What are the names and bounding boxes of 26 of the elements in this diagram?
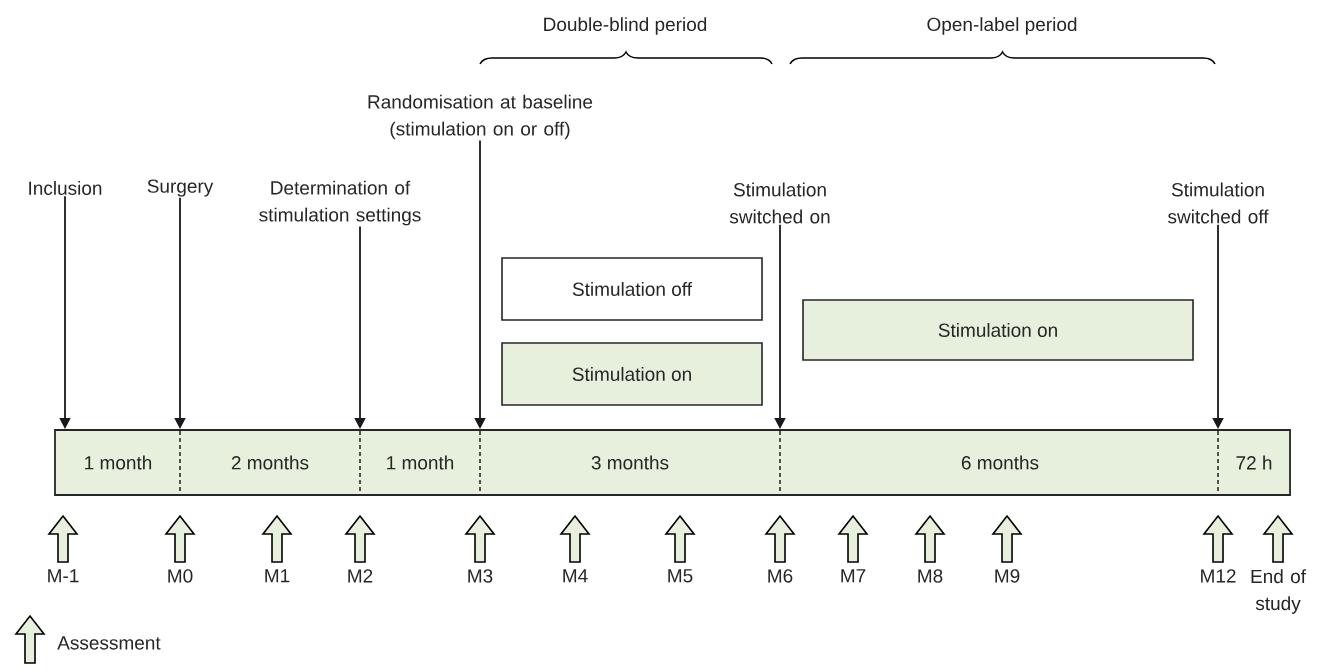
timepoint-label: M1	[265, 569, 290, 583]
timepoint-label: M0	[168, 569, 193, 583]
event-label: Stimulation switched on	[729, 182, 830, 224]
timepoint-label: M6	[768, 569, 793, 583]
timepoint-label: End of study	[1251, 569, 1307, 614]
timepoint-label: M5	[668, 569, 693, 583]
timeline-bar: 1 month 2 months 1 month 3 months 6 months 72 h	[54, 429, 1291, 496]
legend-label: Assessment	[57, 636, 161, 650]
period-label: Double-blind period	[544, 17, 707, 35]
timepoint-label: M4	[563, 569, 588, 583]
timepoint-label: M12	[1201, 569, 1236, 583]
timepoint-label: M9	[995, 569, 1020, 583]
timepoint-label: M7	[841, 569, 866, 583]
timepoint-label: M2	[348, 569, 373, 583]
event-label: Stimulation switched off	[1168, 182, 1269, 224]
condition-box: Stimulation on	[501, 342, 763, 406]
timepoint-label: M3	[468, 569, 493, 583]
condition-box: Stimulation on	[802, 299, 1194, 361]
timepoint-label: M-1	[48, 569, 79, 583]
event-label: Inclusion	[29, 181, 102, 195]
event-label: Surgery	[147, 179, 214, 197]
period-label: Open-label period	[927, 17, 1077, 35]
event-label: Randomisation at baseline (stimulation on or off)	[368, 94, 593, 140]
timepoint-label: M8	[918, 569, 943, 583]
condition-box: Stimulation off	[501, 257, 763, 321]
event-label: Determination of stimulation settings	[259, 180, 421, 226]
